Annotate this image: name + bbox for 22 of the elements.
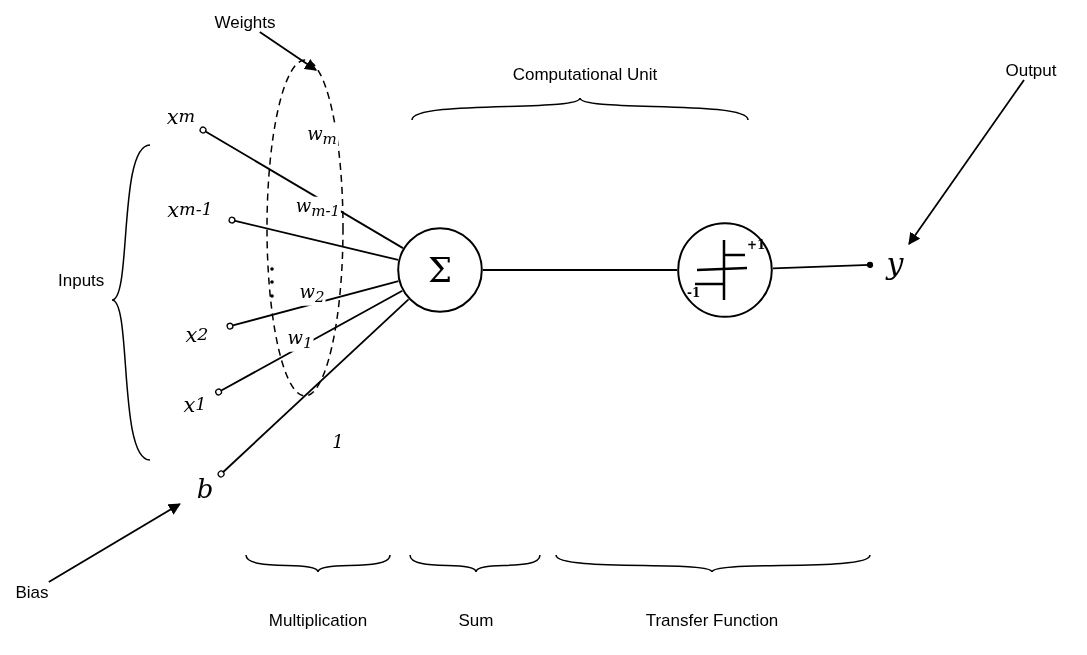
annotation-text: Weights: [205, 12, 285, 32]
section-label: Sum: [458, 612, 494, 629]
arrow: [47, 503, 181, 583]
axis-value: -1: [687, 287, 701, 299]
annotation-text: Output: [1003, 60, 1059, 80]
sigma-symbol: Σ: [428, 253, 452, 287]
section-label: Transfer Function: [645, 612, 779, 629]
connection-line: [215, 289, 404, 396]
section-label: Multiplication: [268, 612, 368, 629]
variable-label: y: [870, 244, 920, 284]
weight-label: w$_{m}$: [306, 124, 338, 148]
connection-line: [772, 261, 874, 270]
arrow: [258, 31, 317, 71]
annotation-text: Bias: [12, 582, 52, 602]
connection-line: [226, 280, 400, 330]
connection-line: [217, 298, 410, 478]
arrow: [908, 79, 1025, 245]
connection-line: [482, 269, 678, 271]
connection-line: [228, 216, 400, 261]
section-label: Computational Unit: [512, 66, 658, 83]
variable-label: b: [170, 474, 240, 504]
section-label: Inputs: [58, 272, 105, 289]
